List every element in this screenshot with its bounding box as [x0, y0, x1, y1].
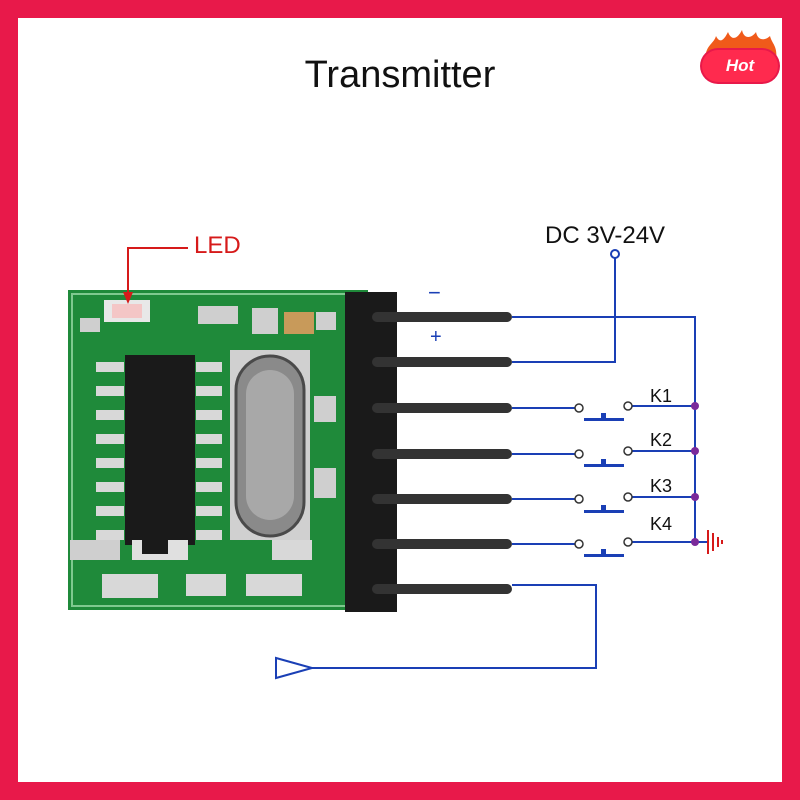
wiring: [312, 255, 708, 669]
switch-k4-label: K4: [650, 514, 673, 534]
smd-components: [70, 306, 336, 598]
ic-chip: [125, 355, 195, 545]
led-label: LED: [194, 232, 241, 259]
header-pins: [372, 312, 512, 594]
switch-k2: [574, 446, 633, 467]
dc-terminal: [610, 249, 620, 259]
switch-k4: [574, 537, 633, 557]
antenna-triangle-icon: [275, 656, 316, 680]
power-supply-label: DC 3V-24V: [545, 222, 666, 249]
junction-dots: [691, 402, 699, 546]
ic-pins-left: [96, 362, 124, 540]
ground-symbol-icon: [707, 530, 723, 554]
ic-pins-right: [196, 362, 222, 540]
hot-badge: [700, 30, 780, 84]
pcb-board: [68, 290, 368, 610]
switch-k3-label: K3: [650, 476, 673, 496]
switch-k1: [574, 401, 633, 421]
hot-badge-text: Hot: [725, 56, 755, 75]
led-callout-line: [127, 247, 188, 296]
page-title: Transmitter: [304, 54, 496, 96]
switch-k3: [574, 492, 633, 513]
led-callout-arrow: [123, 292, 133, 304]
switch-k2-label: K2: [650, 430, 673, 450]
switch-k1-label: K1: [650, 386, 673, 406]
plus-terminal-label: +: [430, 326, 442, 348]
minus-terminal-label: −: [428, 280, 441, 305]
